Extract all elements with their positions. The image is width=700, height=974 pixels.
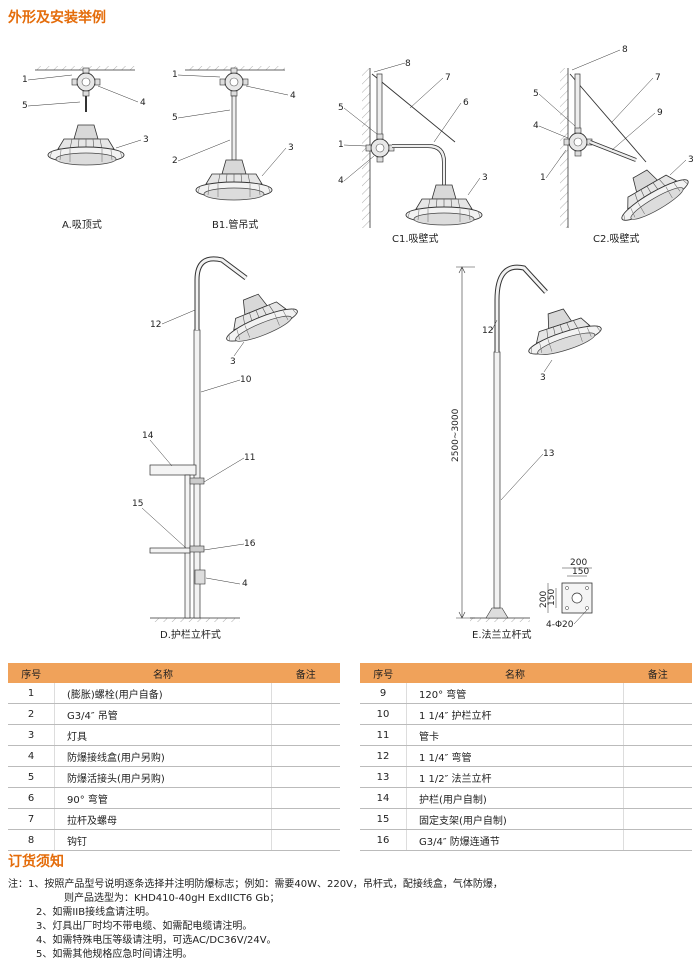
svg-text:9: 9 [657,108,663,118]
svg-text:4: 4 [533,121,539,131]
svg-text:14: 14 [142,431,154,441]
diagram-b1-pendant: 1 4 5 2 3 B1.管吊式 [172,66,296,231]
svg-text:4: 4 [338,176,344,186]
svg-text:11: 11 [244,453,255,463]
svg-text:4: 4 [290,91,296,101]
order-section-title: 订货须知 [8,854,64,870]
diagram-a-ceiling: 1 5 4 3 A.吸顶式 [22,66,149,231]
note-3: 3、灯具出厂时均不带电缆、如需配电缆请注明。 [36,921,253,932]
svg-text:4: 4 [140,98,146,108]
svg-text:3: 3 [540,373,546,383]
svg-text:4: 4 [242,579,248,589]
table-row: 1(膨胀)螺栓(用户自备) [8,683,340,704]
svg-text:16: 16 [244,539,256,549]
diagram-c2-wall: 8 7 9 5 4 1 3 C2.吸壁式 [533,45,694,245]
flange-width-outer: 200 [570,558,587,568]
svg-text:5: 5 [172,113,178,123]
svg-text:5: 5 [533,89,539,99]
note-5: 5、如需其他规格应急时间请注明。 [36,949,193,960]
diagram-c1-caption: C1.吸壁式 [392,232,439,245]
svg-text:13: 13 [543,449,554,459]
svg-text:5: 5 [22,101,28,111]
header-name: 名称 [54,663,272,683]
flange-holes: 4-Φ20 [546,620,574,630]
header-remark: 备注 [623,663,692,683]
svg-text:1: 1 [338,140,344,150]
svg-text:1: 1 [540,173,546,183]
diagram-d-guardrail: 12 3 10 14 11 15 16 4 D.护栏立杆式 [132,256,302,641]
flange-width-inner: 150 [572,567,589,577]
svg-text:7: 7 [445,73,451,83]
note-1-example: 则产品选型为：KHD410-40gH ExdIICT6 Gb； [64,893,280,904]
header-remark: 备注 [271,663,340,683]
svg-text:7: 7 [655,73,661,83]
svg-text:12: 12 [482,326,493,336]
diagram-b1-caption: B1.管吊式 [212,218,258,231]
svg-text:15: 15 [132,499,143,509]
flange-height-outer: 200 [539,591,549,608]
svg-text:1: 1 [172,70,178,80]
svg-text:6: 6 [463,98,469,108]
svg-text:1: 1 [22,75,28,85]
diagram-a-caption: A.吸顶式 [62,218,102,231]
pole-height-dimension: 2500~3000 [451,408,461,462]
installation-diagrams: 1 5 4 3 A.吸顶式 1 4 5 2 3 B1.管吊式 8 7 6 5 1… [22,45,694,641]
svg-text:2: 2 [172,156,178,166]
svg-text:3: 3 [230,357,236,367]
diagram-d-caption: D.护栏立杆式 [160,628,221,641]
header-name: 名称 [406,663,624,683]
flange-height-inner: 150 [547,589,557,606]
header-no: 序号 [8,663,55,683]
header-no: 序号 [360,663,407,683]
svg-text:10: 10 [240,375,252,385]
svg-text:5: 5 [338,103,344,113]
diagram-c2-caption: C2.吸壁式 [593,232,640,245]
svg-text:8: 8 [622,45,628,55]
install-section-title: 外形及安装举例 [8,10,106,26]
svg-text:3: 3 [688,155,694,165]
diagram-e-caption: E.法兰立杆式 [472,628,532,641]
svg-text:3: 3 [482,173,488,183]
svg-text:8: 8 [405,59,411,69]
order-notes: 注：1、按照产品型号说明逐条选择并注明防爆标志；例如：需要40W、220V，吊杆… [8,878,698,962]
note-4: 4、如需特殊电压等级请注明，可选AC/DC36V/24V。 [36,935,277,946]
svg-text:12: 12 [150,320,161,330]
svg-text:3: 3 [143,135,149,145]
diagram-c1-wall: 8 7 6 5 1 4 3 C1.吸壁式 [338,59,488,245]
svg-text:3: 3 [288,143,294,153]
note-1: 注：1、按照产品型号说明逐条选择并注明防爆标志；例如：需要40W、220V，吊杆… [8,879,503,890]
diagram-e-flange: 2500~3000 12 3 13 200 150 200 150 4-Φ20 … [451,264,605,641]
note-2: 2、如需IIB接线盒请注明。 [36,907,156,918]
